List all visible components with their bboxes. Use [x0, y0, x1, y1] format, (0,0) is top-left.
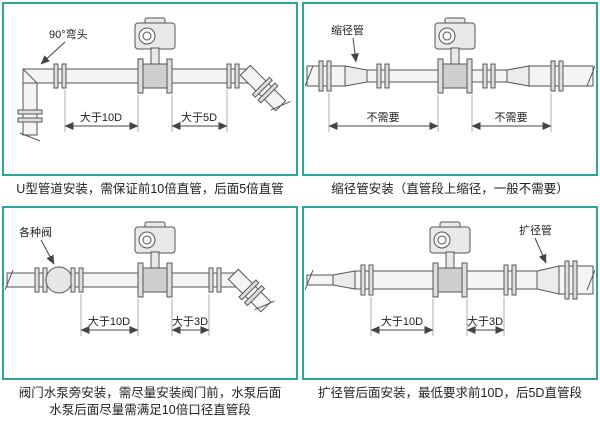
panel-valve-pump: 大于10D 大于3D 各种阀 阀门水泵旁安装，需尽量安装阀门前，水泵后面 — [2, 206, 298, 418]
panel-caption: 扩径管后面安装，最低要求前10D，后5D直管段 — [318, 386, 582, 401]
caption-line-1: 阀门水泵旁安装，需尽量安装阀门前，水泵后面 — [18, 386, 282, 401]
reducer-frame: 不需要 不需要 缩径管 — [302, 2, 598, 176]
flowmeter — [134, 221, 176, 298]
dimension-right: 大于5D — [171, 90, 228, 132]
valve-callout: 各种阀 — [19, 225, 55, 265]
dimension-left: 大于10D — [64, 90, 139, 132]
expander-cone-left — [332, 270, 356, 290]
dimension-label-left: 大于10D — [80, 110, 122, 124]
pipe-run — [305, 60, 595, 92]
panel-reducer: 不需要 不需要 缩径管 缩径管安装（直管段上缩径，一般不需要） — [302, 2, 598, 197]
panel-expander: 大于10D 大于3D 扩径管 扩径管后面安装，最低要求前10D，后5D直管段 — [302, 206, 598, 418]
dimension-label-right: 大于3D — [172, 314, 208, 328]
flowmeter — [429, 221, 471, 298]
caption-line-2: 水泵后面尽量需满足10倍口径直管段 — [49, 402, 251, 417]
pipe-run — [17, 63, 292, 142]
panel-caption: 阀门水泵旁安装，需尽量安装阀门前，水泵后面 水泵后面尽量需满足10倍口径直管段 — [2, 385, 298, 418]
reducer-callout: 缩径管 — [331, 23, 364, 63]
dimension-right: 大于3D — [171, 294, 210, 337]
callout-label: 扩径管 — [519, 223, 552, 237]
expander-callout: 扩径管 — [519, 223, 552, 264]
flowmeter — [434, 17, 476, 94]
u-pipe-frame: 大于10D 大于5D 90°弯头 — [2, 2, 298, 176]
dimension-label-left: 不需要 — [367, 111, 400, 124]
u-pipe-diagram: 大于10D 大于5D 90°弯头 — [17, 17, 292, 142]
expander-cone-right — [536, 265, 560, 295]
pipe-run — [5, 266, 275, 317]
elbow-down-right — [239, 64, 292, 117]
callout-label: 缩径管 — [331, 23, 364, 37]
panel-grid: 大于10D 大于5D 90°弯头 U型管道安装，需保证前10倍直管，后面5倍直管 — [2, 2, 598, 418]
panel-caption: U型管道安装，需保证前10倍直管，后面5倍直管 — [16, 182, 284, 196]
dimension-right: 大于3D — [466, 297, 505, 337]
reducer-diagram: 不需要 不需要 缩径管 — [305, 17, 595, 132]
dimension-label-right: 大于3D — [467, 314, 503, 328]
panel-u-pipe: 大于10D 大于5D 90°弯头 U型管道安装，需保证前10倍直管，后面5倍直管 — [2, 2, 298, 197]
valve-pump-diagram: 大于10D 大于3D 各种阀 — [5, 221, 275, 337]
valve-pump-frame: 大于10D 大于3D 各种阀 — [2, 206, 298, 381]
dimension-left: 不需要 — [328, 93, 439, 132]
elbow-down-right — [227, 268, 275, 317]
dimension-label-right: 大于5D — [181, 110, 217, 124]
dimension-right: 不需要 — [471, 93, 552, 132]
elbow-callout: 90°弯头 — [40, 27, 88, 65]
flowmeter — [134, 17, 176, 94]
panel-caption: 缩径管安装（直管段上缩径，一般不需要） — [331, 182, 569, 196]
expander-diagram: 大于10D 大于3D 扩径管 — [305, 221, 595, 337]
reducer-cone-right — [506, 65, 530, 87]
dimension-label-right: 不需要 — [495, 111, 528, 124]
valve-body — [45, 266, 73, 294]
callout-label: 90°弯头 — [49, 27, 88, 41]
dimension-left: 大于10D — [370, 297, 434, 337]
reducer-cone-left — [344, 65, 368, 87]
dimension-label-left: 大于10D — [381, 314, 423, 328]
dimension-label-left: 大于10D — [88, 314, 130, 328]
dimension-left: 大于10D — [80, 294, 139, 337]
callout-label: 各种阀 — [19, 225, 52, 239]
expander-frame: 大于10D 大于3D 扩径管 — [302, 206, 598, 381]
